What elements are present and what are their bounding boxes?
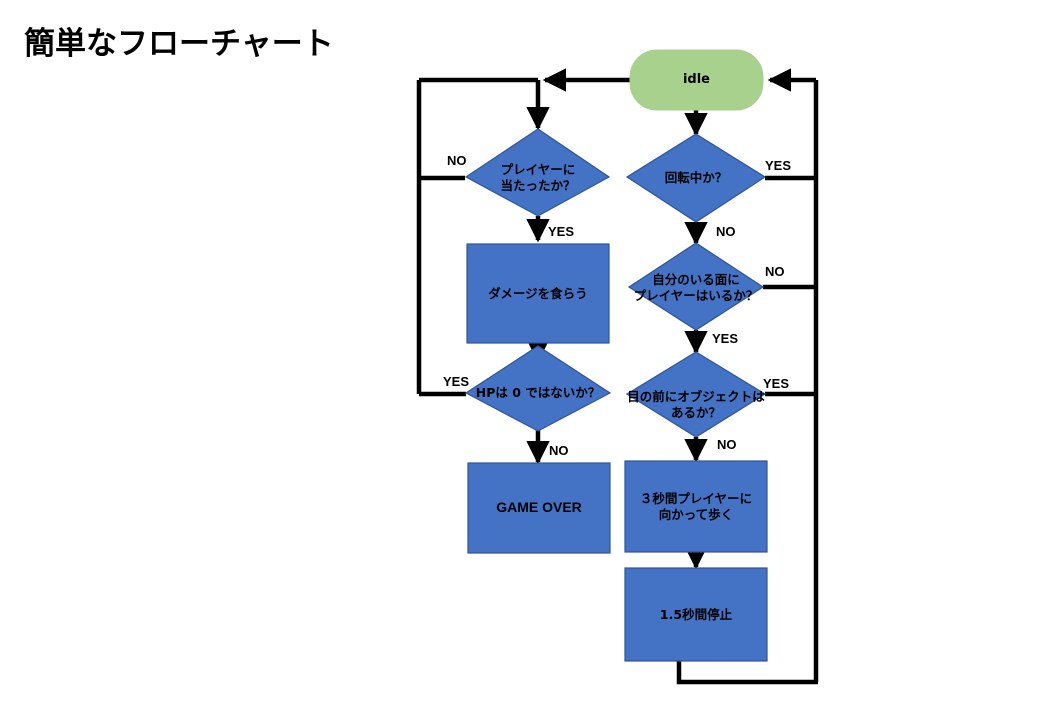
node-stop-1-5sec-shape[interactable]: [624, 567, 768, 662]
node-hit-player-shape[interactable]: [464, 128, 611, 217]
node-object-ahead-shape[interactable]: [625, 351, 767, 438]
edge-stop-to-rightloop: [676, 661, 818, 685]
node-walk-3sec-shape[interactable]: [624, 460, 768, 553]
connector-layer: [416, 68, 819, 685]
node-player-same-face-shape[interactable]: [627, 242, 765, 331]
node-game-over-shape[interactable]: [467, 462, 611, 554]
node-idle-shape[interactable]: [629, 49, 764, 111]
page-title: 簡単なフローチャート: [24, 26, 334, 62]
node-hp-not-zero-shape[interactable]: [464, 345, 612, 432]
node-take-damage-shape[interactable]: [466, 243, 610, 344]
node-rotating-shape[interactable]: [625, 133, 767, 223]
